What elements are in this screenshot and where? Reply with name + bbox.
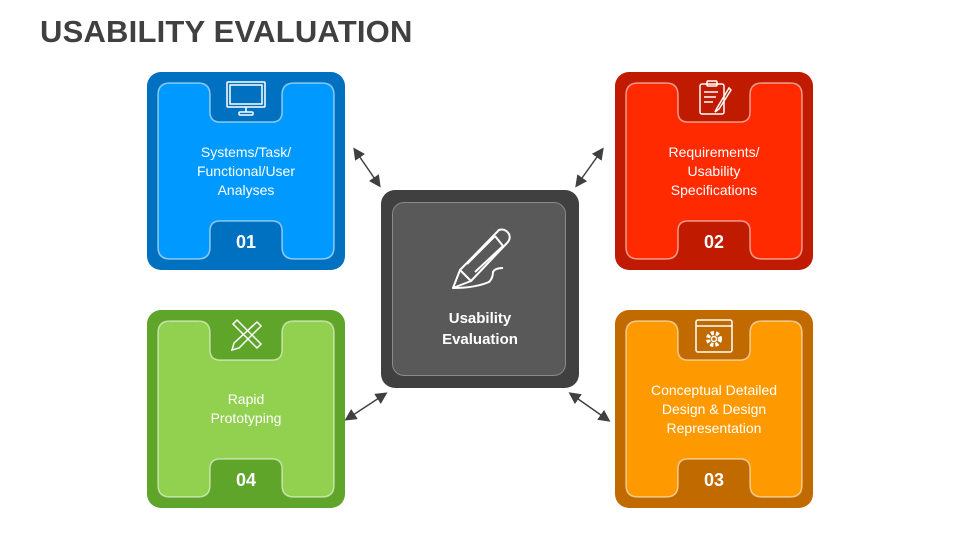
step-card-03: Conceptual Detailed Design & Design Repr…	[615, 310, 813, 508]
pencil-signature-icon	[452, 228, 511, 289]
card-background	[615, 72, 813, 270]
arrow-01	[353, 147, 381, 188]
step-number: 01	[235, 232, 257, 252]
step-number: 03	[703, 470, 725, 490]
step-label: Rapid Prototyping	[210, 391, 282, 426]
step-card-04: Rapid Prototyping 04	[147, 310, 345, 508]
ruler-pencil-icon	[230, 318, 263, 352]
clipboard-pen-icon	[699, 80, 732, 115]
center-card-inner	[392, 202, 566, 376]
card-background	[147, 72, 345, 270]
center-label: Usability Evaluation	[442, 310, 518, 348]
card-background	[147, 310, 345, 508]
center-card: Usability Evaluation	[381, 190, 579, 388]
browser-gear-icon	[695, 319, 733, 353]
arrow-03	[568, 392, 611, 422]
step-card-01: Systems/Task/ Functional/User Analyses 0…	[147, 72, 345, 270]
card-background	[615, 310, 813, 508]
step-label: Systems/Task/ Functional/User Analyses	[196, 143, 296, 198]
slide-title: USABILITY EVALUATION	[40, 14, 413, 49]
step-label: Conceptual Detailed Design & Design Repr…	[650, 381, 778, 436]
monitor-icon	[226, 81, 266, 116]
arrow-04	[344, 392, 388, 421]
step-number: 02	[703, 232, 725, 252]
step-number: 04	[235, 470, 257, 490]
step-label: Requirements/ Usability Specifications	[668, 143, 760, 198]
step-card-02: Requirements/ Usability Specifications 0…	[615, 72, 813, 270]
arrow-02	[575, 147, 604, 188]
